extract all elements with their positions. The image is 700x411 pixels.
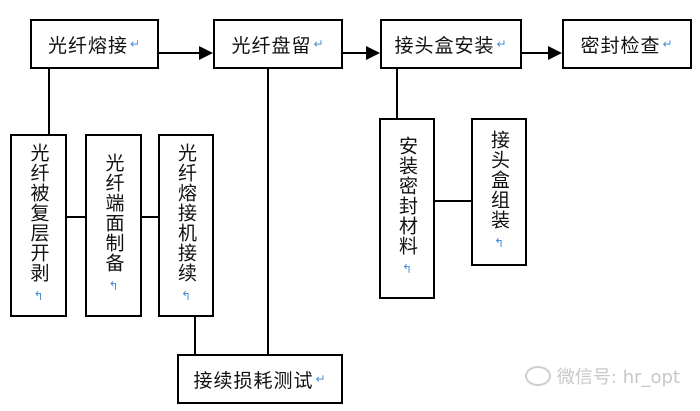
connector-arrow-3	[522, 52, 550, 54]
step-closure-install: 接头盒安装↵	[380, 19, 522, 69]
step-label: 光纤盘留	[231, 34, 312, 57]
step-fiber-coiling: 光纤盘留↵	[213, 19, 343, 69]
return-mark-icon: ↰	[493, 235, 505, 250]
substep-closure-assembly: 接头盒组装 ↰	[471, 118, 527, 266]
connector-arrow-2	[343, 52, 368, 54]
step-label: 密封检查	[580, 34, 661, 57]
step-label: 接续损耗测试	[193, 369, 314, 392]
return-mark-icon: ↰	[33, 289, 44, 303]
arrowhead-icon	[366, 46, 380, 60]
step-fiber-splicing: 光纤熔接↵	[30, 19, 159, 69]
connector-splicing-down	[48, 69, 50, 135]
watermark: 微信号: hr_opt	[524, 363, 680, 389]
step-label: 光纤端面制备	[102, 153, 125, 273]
return-mark-icon: ↵	[129, 37, 142, 51]
substep-install-seal-material: 安装密封材料 ↰	[379, 118, 435, 299]
step-label: 光纤熔接	[47, 34, 128, 57]
step-seal-check: 密封检查↵	[562, 19, 692, 69]
return-mark-icon: ↰	[180, 289, 192, 303]
step-label: 接头盒安装	[394, 34, 495, 57]
watermark-text: 微信号: hr_opt	[556, 367, 680, 388]
substep-splicer-joining: 光纤熔接机接续 ↰	[158, 134, 214, 317]
return-mark-icon: ↵	[315, 372, 327, 386]
connector-splicer-to-test	[194, 317, 196, 355]
substep-end-face-prep: 光纤端面制备 ↰	[85, 134, 142, 317]
return-mark-icon: ↵	[496, 37, 508, 51]
return-mark-icon: ↰	[108, 279, 119, 293]
step-label: 光纤被复层开剥	[27, 143, 50, 283]
connector-coiling-to-test	[267, 69, 269, 355]
return-mark-icon: ↵	[313, 37, 325, 51]
arrowhead-icon	[548, 46, 562, 60]
connector-closure-down	[396, 69, 398, 119]
arrowhead-icon	[199, 46, 213, 60]
connector-closure-substeps	[435, 200, 471, 202]
step-label: 接头盒组装	[488, 129, 510, 230]
substep-coating-stripping: 光纤被复层开剥 ↰	[10, 134, 67, 317]
step-splice-loss-test: 接续损耗测试↵	[177, 354, 343, 404]
step-label: 安装密封材料	[396, 136, 418, 256]
return-mark-icon: ↵	[662, 37, 674, 51]
wechat-icon	[524, 366, 551, 386]
return-mark-icon: ↰	[401, 262, 413, 276]
connector-substep-1-2	[67, 216, 85, 218]
connector-arrow-1	[159, 52, 201, 54]
step-label: 光纤熔接机接续	[175, 143, 197, 283]
connector-substep-2-3	[142, 216, 158, 218]
